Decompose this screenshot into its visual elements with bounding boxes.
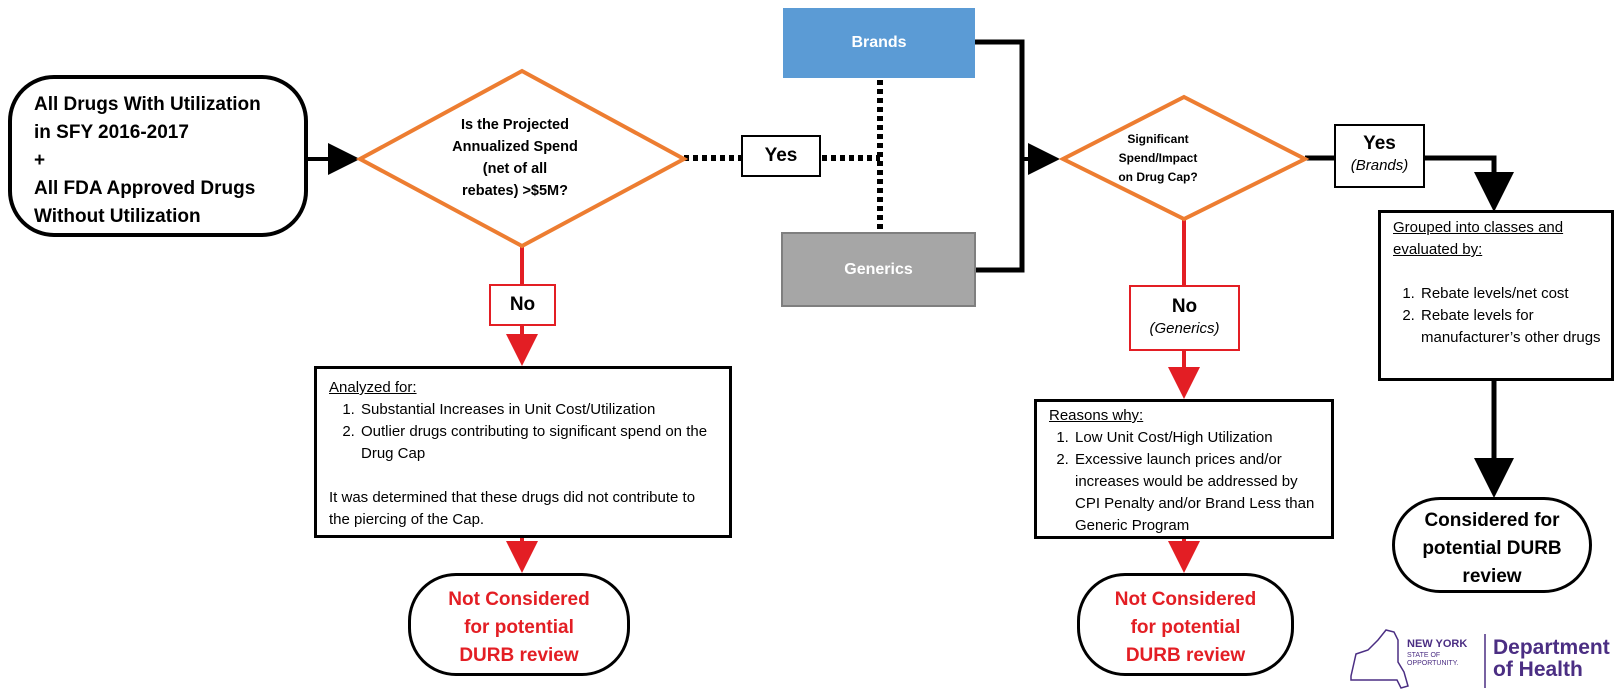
yes-brands-label: Yes (Brands) [1334, 124, 1425, 188]
grouped-header: Grouped into classes and evaluated by: [1393, 219, 1564, 258]
considered-line-3: review [1462, 566, 1522, 587]
no-label-1: No [489, 284, 556, 326]
grouped-classes-box: Grouped into classes and evaluated by: R… [1378, 210, 1614, 381]
no-generics-label: No (Generics) [1129, 285, 1240, 351]
reasons-item: Excessive launch prices and/or increases… [1073, 449, 1321, 537]
decision2-line-3: on Drug Cap? [1118, 170, 1198, 184]
grouped-item: Rebate levels for manufacturer’s other d… [1419, 305, 1601, 349]
grouped-list: Rebate levels/net cost Rebate levels for… [1393, 283, 1601, 349]
not-considered-terminal-2: Not Considered for potential DURB review [1077, 573, 1294, 676]
decision1-diamond [355, 68, 689, 249]
considered-terminal: Considered for potential DURB review [1392, 497, 1592, 593]
analyzed-conclusion: It was determined that these drugs did n… [329, 489, 696, 528]
analyzed-item: Outlier drugs contributing to significan… [359, 421, 719, 465]
line-brands-to-decision2 [975, 39, 1025, 273]
decision1-question: Is the Projected Annualized Spend (net o… [430, 114, 600, 202]
analyzed-for-box: Analyzed for: Substantial Increases in U… [314, 366, 732, 538]
analyzed-list: Substantial Increases in Unit Cost/Utili… [329, 399, 719, 465]
not-considered-line-2: for potential [464, 617, 574, 638]
logo-tagline-1: STATE OF [1407, 652, 1441, 659]
no-generics-sub: (Generics) [1149, 320, 1220, 337]
not-considered-line-3: DURB review [1125, 645, 1246, 666]
start-line-4: All FDA Approved Drugs [34, 178, 256, 199]
decision1-line-2: Annualized Spend [452, 139, 578, 155]
reasons-item: Low Unit Cost/High Utilization [1073, 427, 1321, 449]
considered-line-1: Considered for [1424, 510, 1560, 531]
yes-brands-sub: (Brands) [1350, 157, 1409, 174]
logo-tagline-2: OPPORTUNITY. [1407, 660, 1459, 667]
logo-department: Department of Health [1493, 637, 1610, 681]
reasons-list: Low Unit Cost/High Utilization Excessive… [1049, 427, 1321, 537]
logo-dept-2: of Health [1493, 658, 1583, 681]
logo-state-name: NEW YORK [1407, 638, 1468, 650]
not-considered-line-1: Not Considered [1114, 589, 1257, 610]
start-line-1: All Drugs With Utilization [34, 94, 261, 115]
not-considered-line-1: Not Considered [448, 589, 590, 610]
analyzed-header: Analyzed for: [329, 379, 417, 396]
start-line-5: Without Utilization [34, 206, 201, 227]
decision2-question: Significant Spend/Impact on Drug Cap? [1108, 130, 1208, 187]
grouped-item: Rebate levels/net cost [1419, 283, 1601, 305]
yes-label-1: Yes [741, 135, 821, 177]
analyzed-item: Substantial Increases in Unit Cost/Utili… [359, 399, 719, 421]
not-considered-line-2: for potential [1130, 617, 1241, 638]
yes-brands-main: Yes [1363, 133, 1396, 154]
brands-box: Brands [783, 8, 975, 78]
considered-line-2: potential DURB [1422, 538, 1562, 559]
decision1-line-1: Is the Projected [461, 117, 569, 133]
start-terminal: All Drugs With Utilization in SFY 2016-2… [8, 75, 308, 237]
not-considered-line-3: DURB review [459, 645, 579, 666]
arrow-yes2-to-grouped [1425, 155, 1514, 212]
decision1-line-3: (net of all [482, 161, 548, 177]
reasons-header: Reasons why: [1049, 407, 1144, 424]
decision2-diamond [1058, 94, 1310, 222]
decision2-line-1: Significant [1127, 132, 1189, 146]
logo-tagline: STATE OF OPPORTUNITY. [1407, 652, 1458, 668]
new-york-state-outline-icon [1350, 629, 1409, 689]
generics-box: Generics [781, 232, 976, 307]
not-considered-terminal-1: Not Considered for potential DURB review [408, 573, 630, 676]
no-generics-main: No [1171, 296, 1198, 317]
start-line-3: + [34, 150, 46, 171]
decision2-line-2: Spend/Impact [1118, 151, 1198, 165]
logo-dept-1: Department [1493, 636, 1610, 659]
start-line-2: in SFY 2016-2017 [34, 122, 189, 143]
reasons-why-box: Reasons why: Low Unit Cost/High Utilizat… [1034, 399, 1334, 539]
decision1-line-4: rebates) >$5M? [462, 183, 568, 199]
